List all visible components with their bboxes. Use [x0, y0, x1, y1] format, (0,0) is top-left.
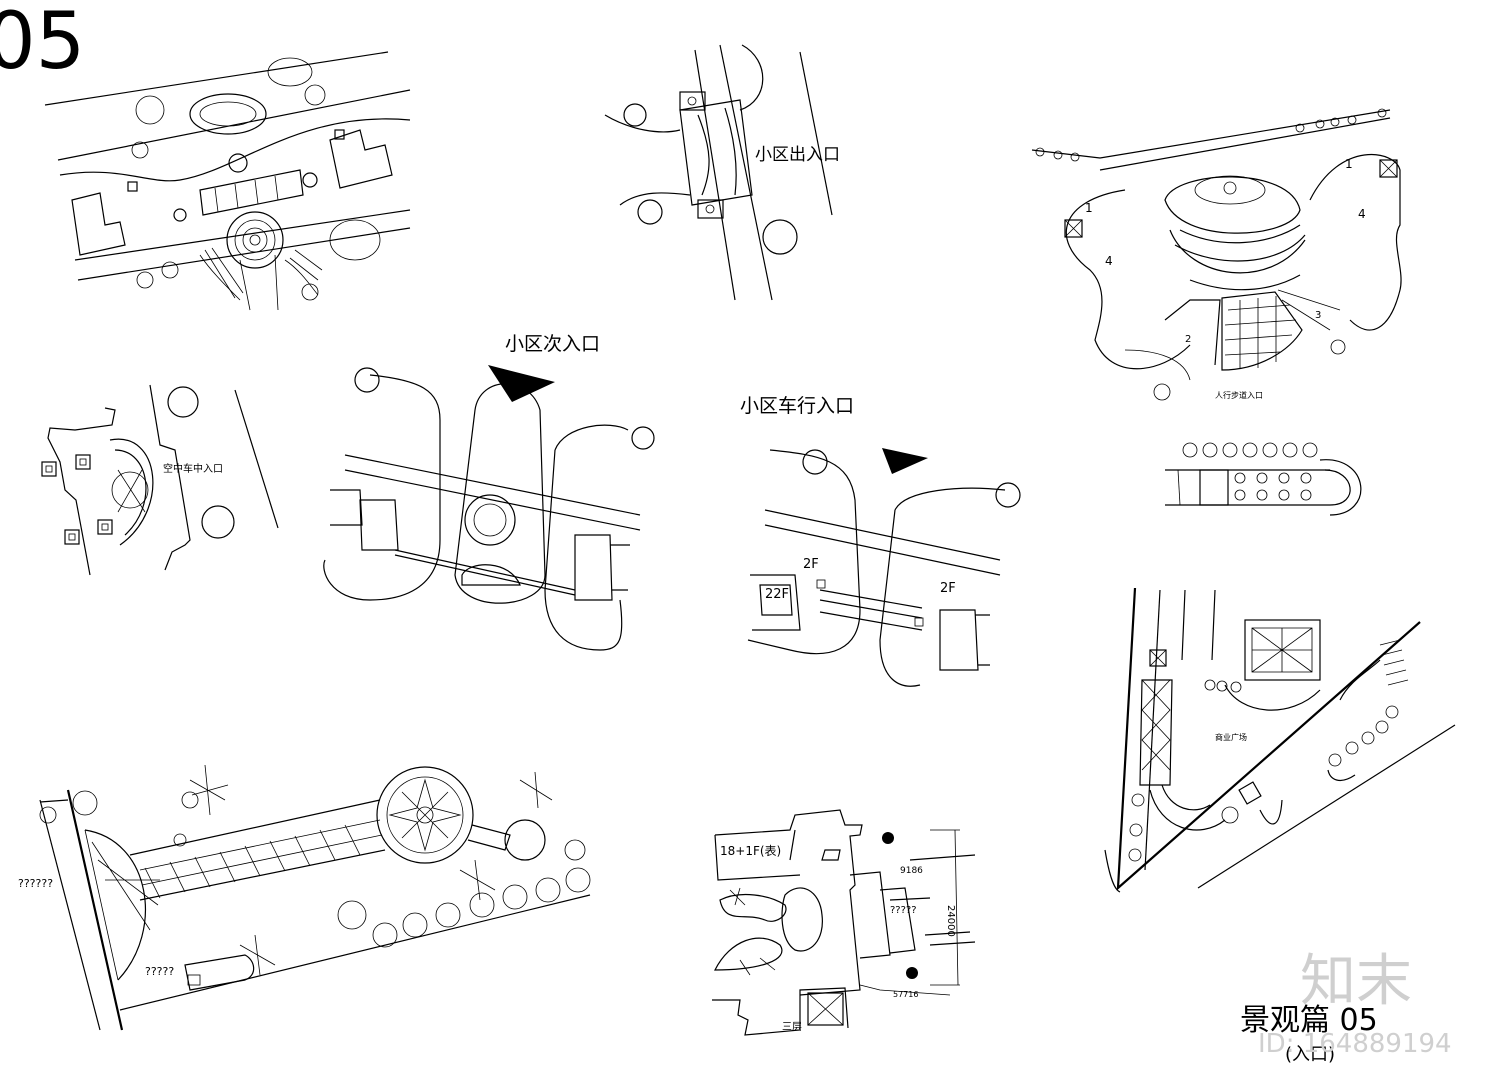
plan-right-strip — [1165, 442, 1362, 516]
bottom-tag: 三层 — [782, 1021, 802, 1033]
dim-mid: 9186 — [900, 866, 923, 876]
sheet-subtitle: (入口) — [1285, 1044, 1335, 1065]
label-secondary-entry: 小区次入口 — [505, 333, 600, 355]
tree-row-triangle — [1128, 679, 1399, 862]
tree-row-plaza — [39, 790, 591, 948]
num-4a: 4 — [1105, 254, 1113, 268]
plan-building-entry: 18+1F(表) 9186 ????? 24000 57716 三层 — [712, 809, 976, 1036]
label-pedestrian-entry: 人行步道入口 — [1215, 390, 1263, 400]
plan-bottom-plaza: ?????? ????? — [18, 764, 591, 1031]
north-arrow-left — [488, 365, 555, 402]
label-vehicle-entry: 小区车行入口 — [740, 395, 854, 417]
label-unknown-left: ?????? — [18, 877, 53, 890]
plan-vehicle-entry: 小区车行入口 22F 2F 2F — [740, 395, 1021, 687]
dim-right: 24000 — [945, 905, 956, 937]
title-block: 景观篇 05 (入口) — [1240, 1003, 1378, 1065]
num-1b: 1 — [1345, 157, 1353, 171]
dim-bottom: 57716 — [893, 990, 918, 999]
plan-small-entry: 空中车中入口 — [41, 384, 279, 576]
num-1a: 1 — [1085, 201, 1093, 215]
label-unknown-lower: ????? — [145, 965, 174, 978]
watermark-id: ID: 164889194 — [1258, 1029, 1452, 1059]
tree-row-upper — [1182, 442, 1318, 458]
plan-main-gate: 小区出入口 — [604, 44, 840, 301]
plan-triangle-square: 商业广场 — [1104, 587, 1456, 893]
building-22f: 22F — [765, 587, 789, 602]
num-3: 3 — [1315, 310, 1321, 321]
plan-secondary-entry: 小区次入口 — [323, 333, 655, 651]
label-small-entry: 空中车中入口 — [163, 462, 223, 475]
plan-top-left — [44, 51, 411, 311]
building-2f-right: 2F — [940, 581, 956, 596]
north-arrow-right — [882, 448, 928, 474]
watermark: 知末 ID: 164889194 — [1258, 949, 1452, 1059]
label-unknown-mid: ????? — [890, 905, 917, 916]
plan-pedestrian-entry: 1 1 4 4 2 3 人行步道入口 — [1031, 108, 1402, 401]
num-2: 2 — [1185, 334, 1191, 345]
watermark-brand: 知末 — [1300, 949, 1412, 1014]
label-main-gate: 小区出入口 — [755, 145, 840, 165]
dim-top: 18+1F(表) — [720, 844, 781, 858]
num-4b: 4 — [1358, 207, 1366, 221]
label-square: 商业广场 — [1215, 732, 1247, 742]
sheet-title: 景观篇 05 — [1240, 1003, 1378, 1038]
building-2f-left: 2F — [803, 557, 819, 572]
sheet-number: 05 — [0, 0, 85, 87]
